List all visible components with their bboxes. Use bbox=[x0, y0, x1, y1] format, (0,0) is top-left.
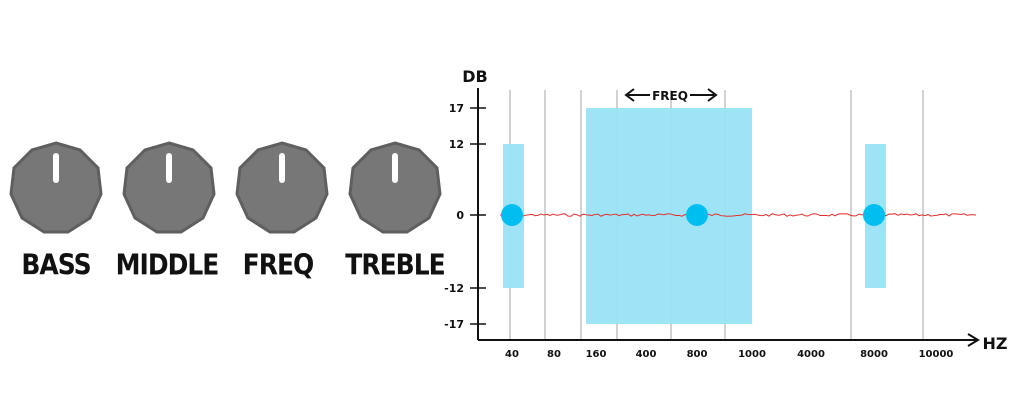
y-tick-label: 12 bbox=[449, 138, 464, 151]
x-tick-label: 80 bbox=[547, 349, 561, 360]
bass-knob[interactable] bbox=[8, 140, 104, 236]
band-handle-mid[interactable] bbox=[686, 204, 708, 226]
freq-knob[interactable] bbox=[234, 140, 330, 236]
x-tick-label: 8000 bbox=[860, 349, 888, 360]
x-axis-label: HZ bbox=[983, 334, 1008, 353]
x-tick-label: 800 bbox=[687, 349, 708, 360]
freq-range-label: FREQ bbox=[652, 89, 688, 103]
x-tick-label: 4000 bbox=[797, 349, 825, 360]
x-tick-label: 400 bbox=[636, 349, 657, 360]
knob-icon bbox=[122, 141, 216, 234]
x-tick-label: 1000 bbox=[738, 349, 766, 360]
y-tick-label: 0 bbox=[456, 209, 464, 222]
y-tick-label: 17 bbox=[449, 102, 464, 115]
y-tick-label: -12 bbox=[444, 282, 464, 295]
middle-label: MIDDLE bbox=[115, 248, 220, 282]
freq-label: FREQ bbox=[242, 248, 315, 282]
y-axis-label: DB bbox=[462, 67, 487, 86]
knob-icon bbox=[348, 141, 442, 234]
band-handle-low[interactable] bbox=[501, 204, 523, 226]
knob-group: BASS MIDDLE FREQ TREBLE bbox=[0, 140, 450, 290]
middle-knob[interactable] bbox=[121, 140, 217, 236]
treble-label: TREBLE bbox=[345, 248, 445, 282]
bass-label: BASS bbox=[21, 248, 91, 282]
y-tick-label: -17 bbox=[444, 318, 464, 331]
response-line bbox=[499, 213, 977, 217]
arrow-right-icon bbox=[707, 88, 718, 102]
x-tick-label: 40 bbox=[505, 349, 519, 360]
x-tick-label: 10000 bbox=[919, 349, 954, 360]
x-tick-label: 160 bbox=[586, 349, 607, 360]
band-handle-high[interactable] bbox=[863, 204, 885, 226]
arrow-left-icon bbox=[624, 88, 635, 102]
treble-knob[interactable] bbox=[347, 140, 443, 236]
knob-icon bbox=[235, 141, 329, 234]
knob-icon bbox=[9, 141, 103, 234]
x-axis-arrow-icon bbox=[967, 333, 980, 347]
